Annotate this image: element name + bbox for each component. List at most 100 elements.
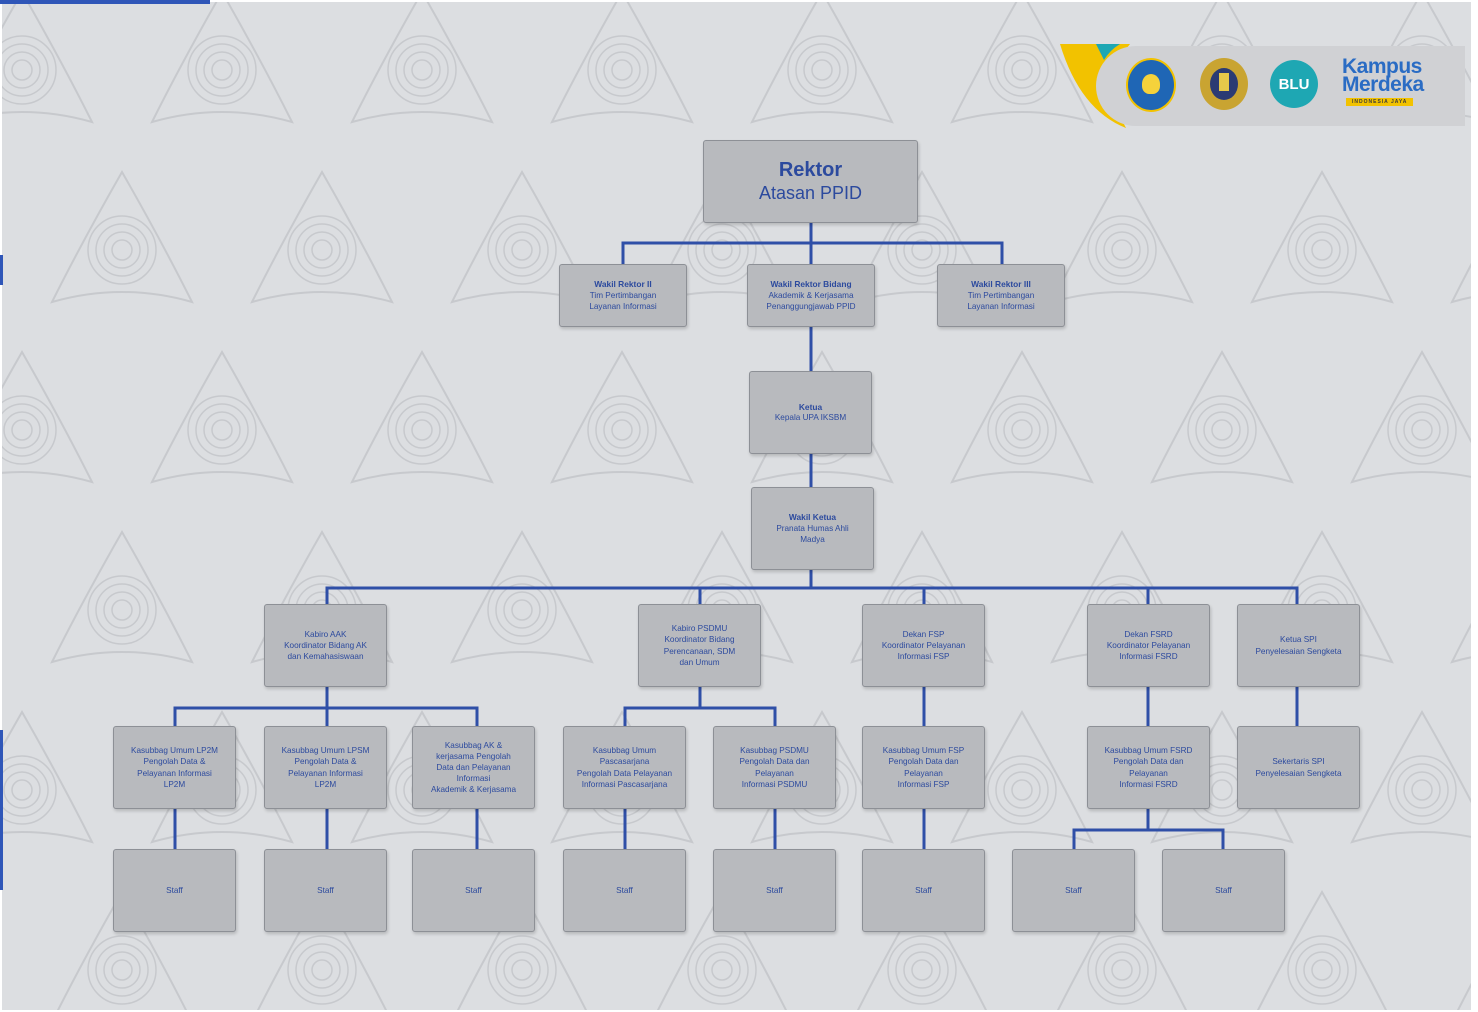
- kemdikbud-emblem-icon: [1126, 58, 1176, 112]
- pattern-motif: [50, 529, 194, 664]
- node-wakil-rektor-bidang: Wakil Rektor Bidang Akademik & Kerjasama…: [747, 264, 875, 327]
- node-wakil-ketua: Wakil Ketua Pranata Humas Ahli Madya: [751, 487, 874, 570]
- node-title: Rektor: [778, 158, 843, 181]
- pattern-motif: [950, 349, 1094, 484]
- node-rektor: Rektor Atasan PPID: [703, 140, 918, 223]
- node-text: Kasubbag Umum FSP Pengolah Data dan Pela…: [882, 746, 965, 789]
- node-kasubbag-fsp: Kasubbag Umum FSP Pengolah Data dan Pela…: [862, 726, 985, 809]
- node-wakil-rektor-3: Wakil Rektor III Tim Pertimbangan Layana…: [937, 264, 1065, 327]
- kampus-merdeka-line2: Merdeka: [1342, 73, 1424, 96]
- node-text: Staff: [1215, 885, 1232, 895]
- blu-logo-text: BLU: [1278, 75, 1310, 93]
- pattern-motif: [2, 709, 94, 844]
- node-subtitle: Kepala UPA IKSBM: [774, 413, 847, 423]
- node-staff: Staff: [713, 849, 836, 932]
- node-staff: Staff: [264, 849, 387, 932]
- pattern-motif: [50, 169, 194, 304]
- node-wakil-rektor-2: Wakil Rektor II Tim Pertimbangan Layanan…: [559, 264, 687, 327]
- node-staff: Staff: [862, 849, 985, 932]
- node-kabiro-psdmu: Kabiro PSDMU Koordinator Bidang Perencan…: [638, 604, 761, 687]
- node-staff: Staff: [563, 849, 686, 932]
- pattern-motif: [56, 889, 188, 1010]
- pattern-motif: [1150, 349, 1294, 484]
- node-text: Staff: [166, 885, 183, 895]
- node-subtitle: Tim Pertimbangan Layanan Informasi: [967, 290, 1035, 311]
- kampus-merdeka-logo: Kampus Merdeka INDONESIA JAYA: [1342, 56, 1446, 112]
- node-text: Sekertaris SPI Penyelesaian Sengketa: [1255, 757, 1342, 778]
- pattern-motif: [150, 349, 294, 484]
- node-text: Kasubbag PSDMU Pengolah Data dan Pelayan…: [739, 746, 810, 789]
- pattern-motif: [856, 889, 988, 1010]
- pattern-motif: [450, 529, 594, 664]
- node-text: Kasubbag AK & kerjasama Pengolah Data da…: [430, 740, 517, 795]
- node-subtitle: Pranata Humas Ahli Madya: [776, 523, 849, 544]
- node-text: Dekan FSRD Koordinator Pelayanan Informa…: [1106, 629, 1191, 662]
- pattern-motif: [850, 169, 994, 304]
- node-staff: Staff: [1162, 849, 1285, 932]
- kampus-merdeka-line1: Kampus: [1342, 55, 1422, 78]
- pattern-motif: [256, 889, 388, 1010]
- node-staff: Staff: [113, 849, 236, 932]
- node-text: Kasubbag Umum FSRD Pengolah Data dan Pel…: [1104, 746, 1193, 789]
- pattern-motif: [1056, 889, 1188, 1010]
- university-seal-icon: [1200, 58, 1248, 110]
- node-kasubbag-lp2m: Kasubbag Umum LP2M Pengolah Data & Pelay…: [113, 726, 236, 809]
- node-staff: Staff: [412, 849, 535, 932]
- node-text: Kasubbag Umum LPSM Pengolah Data & Pelay…: [281, 746, 370, 789]
- node-text: Ketua SPI Penyelesaian Sengketa: [1255, 635, 1342, 656]
- node-title: Wakil Rektor II: [594, 278, 652, 289]
- node-dekan-fsrd: Dekan FSRD Koordinator Pelayanan Informa…: [1087, 604, 1210, 687]
- node-subtitle: Akademik & Kerjasama Penanggungjawab PPI…: [766, 290, 856, 311]
- node-kasubbag-psdmu: Kasubbag PSDMU Pengolah Data dan Pelayan…: [713, 726, 836, 809]
- pattern-motif: [950, 709, 1094, 844]
- node-text: Staff: [317, 885, 334, 895]
- node-kasubbag-fsrd: Kasubbag Umum FSRD Pengolah Data dan Pel…: [1087, 726, 1210, 809]
- pattern-motif: [1256, 889, 1388, 1010]
- node-ketua-spi: Ketua SPI Penyelesaian Sengketa: [1237, 604, 1360, 687]
- node-subtitle: Tim Pertimbangan Layanan Informasi: [589, 290, 657, 311]
- node-kasubbag-lpsm: Kasubbag Umum LPSM Pengolah Data & Pelay…: [264, 726, 387, 809]
- node-ketua: Ketua Kepala UPA IKSBM: [749, 371, 872, 454]
- pattern-motif: [950, 2, 1094, 124]
- pattern-motif: [550, 349, 694, 484]
- node-text: Staff: [616, 885, 633, 895]
- pattern-motif: [1350, 709, 1471, 844]
- top-accent-bar: [0, 0, 210, 4]
- node-text: Kabiro PSDMU Koordinator Bidang Perencan…: [663, 624, 736, 667]
- pattern-motif: [2, 2, 94, 124]
- node-title: Wakil Rektor Bidang: [770, 278, 852, 289]
- pattern-motif: [350, 2, 494, 124]
- node-dekan-fsp: Dekan FSP Koordinator Pelayanan Informas…: [862, 604, 985, 687]
- node-title: Wakil Ketua: [788, 511, 837, 522]
- left-accent-bar: [0, 255, 3, 285]
- node-title: Wakil Rektor III: [971, 278, 1031, 289]
- pattern-motif: [150, 2, 294, 124]
- node-staff: Staff: [1012, 849, 1135, 932]
- node-text: Kasubbag Umum LP2M Pengolah Data & Pelay…: [131, 746, 218, 789]
- node-kasubbag-ak: Kasubbag AK & kerjasama Pengolah Data da…: [412, 726, 535, 809]
- node-text: Kasubbag Umum Pascasarjana Pengolah Data…: [576, 746, 673, 789]
- pattern-motif: [656, 889, 788, 1010]
- node-text: Staff: [766, 885, 783, 895]
- node-kabiro-aak: Kabiro AAK Koordinator Bidang AK dan Kem…: [264, 604, 387, 687]
- node-text: Dekan FSP Koordinator Pelayanan Informas…: [881, 629, 966, 662]
- blu-logo-icon: BLU: [1270, 60, 1318, 108]
- node-subtitle: Atasan PPID: [758, 182, 863, 203]
- node-text: Staff: [1065, 885, 1082, 895]
- node-text: Kabiro AAK Koordinator Bidang AK dan Kem…: [284, 629, 367, 662]
- pattern-motif: [550, 2, 694, 124]
- pattern-motif: [456, 889, 588, 1010]
- pattern-motif: [250, 169, 394, 304]
- kampus-merdeka-tagline: INDONESIA JAYA: [1346, 98, 1414, 106]
- pattern-motif: [1050, 169, 1194, 304]
- pattern-motif: [750, 2, 894, 124]
- node-text: Staff: [915, 885, 932, 895]
- pattern-motif: [350, 349, 494, 484]
- pattern-motif: [1250, 169, 1394, 304]
- left-accent-bar: [0, 730, 3, 890]
- pattern-motif: [450, 169, 594, 304]
- pattern-motif: [650, 169, 794, 304]
- node-sekretaris-spi: Sekertaris SPI Penyelesaian Sengketa: [1237, 726, 1360, 809]
